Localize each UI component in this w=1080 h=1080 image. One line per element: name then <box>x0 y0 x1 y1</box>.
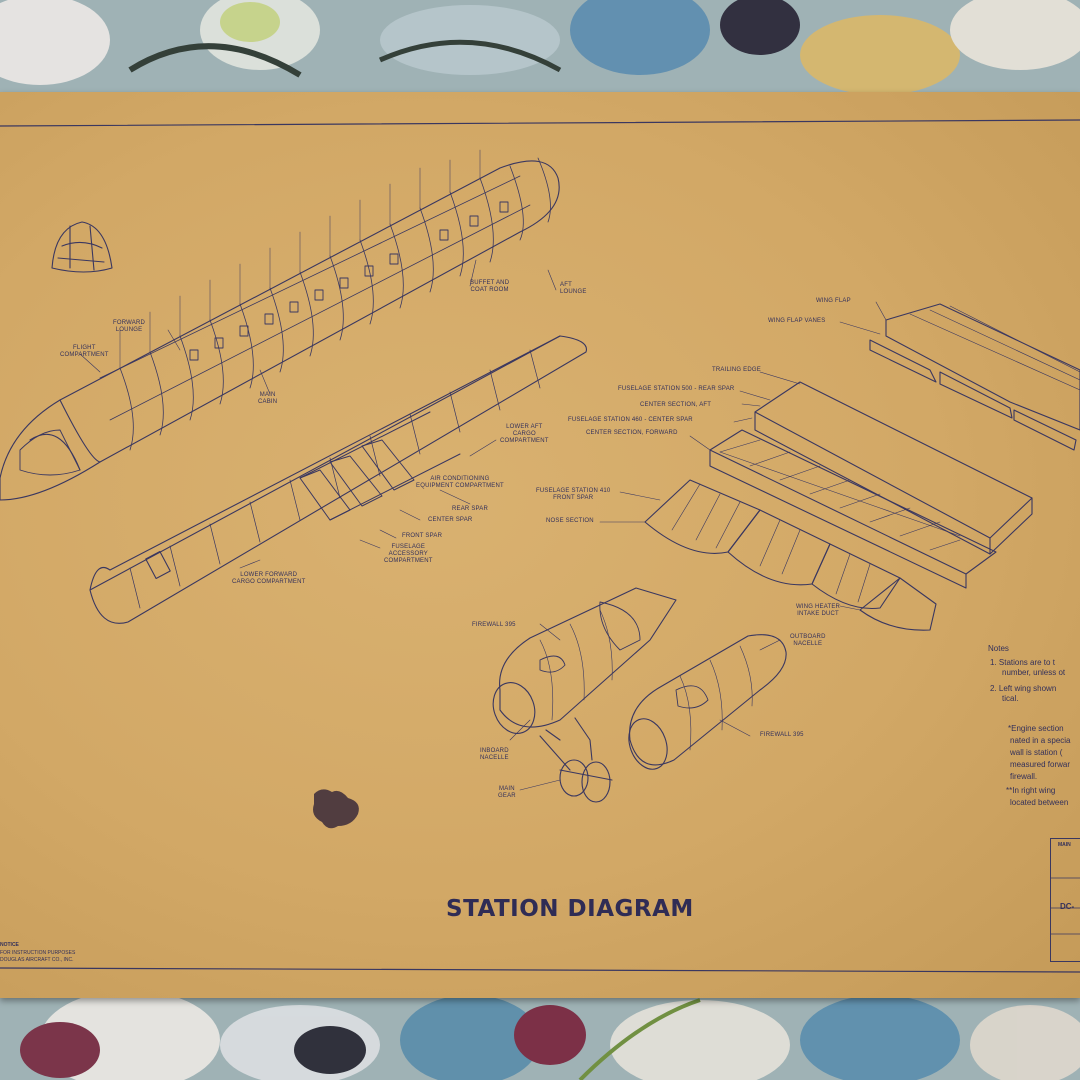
title-block-dc: DC- <box>1060 902 1075 911</box>
label-nose-section: NOSE SECTION <box>546 518 594 524</box>
inboard-nacelle <box>492 587 677 734</box>
note-3-line-3: wall is station ( <box>1010 748 1063 757</box>
footer-notice: NOTICE <box>0 942 19 948</box>
main-gear <box>539 717 613 803</box>
label-trailing-edge: TRAILING EDGE <box>712 367 761 373</box>
note-3-line-4: measured forwar <box>1010 760 1071 769</box>
label-rear-spar-fuselage: REAR SPAR <box>452 506 489 512</box>
wing-flaps <box>869 303 1080 451</box>
footer-instruction: FOR INSTRUCTION PURPOSES <box>0 950 76 956</box>
note-3-line-1: *Engine section <box>1008 724 1064 733</box>
blueprint-sheet <box>0 92 1080 998</box>
title-block-main: MAIN <box>1058 842 1071 848</box>
outboard-nacelle <box>628 634 787 770</box>
footer-company: DOUGLAS AIRCRAFT CO., INC. <box>0 957 74 963</box>
label-center-section-forward: CENTER SECTION, FORWARD <box>586 430 678 436</box>
label-center-section-aft: CENTER SECTION, AFT <box>640 402 712 408</box>
lower-fuselage <box>89 335 588 624</box>
label-fs-rear-spar: FUSELAGE STATION 500 - REAR SPAR <box>618 386 735 392</box>
label-wing-flap-vanes: WING FLAP VANES <box>768 318 826 324</box>
diagram-title: STATION DIAGRAM <box>446 896 694 922</box>
canopy-detail <box>51 221 113 273</box>
label-firewall-right: FIREWALL 395 <box>760 732 804 738</box>
title-block <box>1050 838 1080 962</box>
label-front-spar-fuselage: FRONT SPAR <box>402 533 443 539</box>
note-2-line-1: 2. Left wing shown <box>990 684 1057 693</box>
note-4-line-1: **In right wing <box>1006 786 1056 795</box>
note-4-line-2: located between <box>1010 798 1069 807</box>
note-2-line-2: tical. <box>1002 694 1019 703</box>
label-firewall-left: FIREWALL 395 <box>472 622 516 628</box>
label-fs-center-spar: FUSELAGE STATION 460 - CENTER SPAR <box>568 417 693 423</box>
outer-wing-panels <box>644 479 937 631</box>
label-wing-flap: WING FLAP <box>816 298 851 304</box>
aircraft-exploded-diagram <box>0 119 1080 973</box>
notes-heading: Notes <box>988 644 1009 653</box>
note-1-line-1: 1. Stations are to t <box>990 658 1055 667</box>
note-3-line-5: firewall. <box>1010 772 1038 781</box>
wing-center-sections <box>709 381 1033 589</box>
label-center-spar-fuselage: CENTER SPAR <box>428 517 473 523</box>
note-1-line-2: number, unless ot <box>1002 668 1066 677</box>
ink-stain <box>313 789 359 829</box>
upper-fuselage <box>0 149 560 501</box>
note-3-line-2: nated in a specia <box>1010 736 1071 745</box>
